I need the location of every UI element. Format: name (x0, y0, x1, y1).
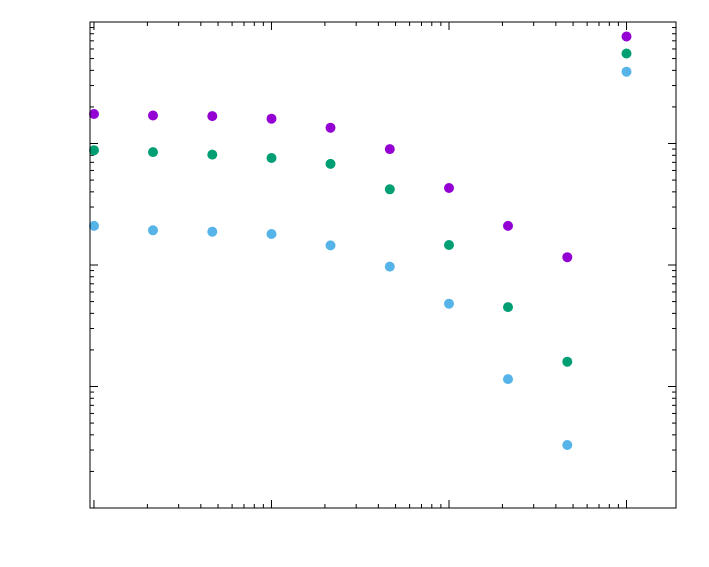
data-point-series-3 (207, 226, 218, 237)
data-point-series-1 (444, 183, 454, 193)
data-point-series-2 (621, 48, 632, 59)
data-point-series-1 (207, 111, 218, 122)
axis-ticks (90, 21, 676, 509)
data-point-series-2 (207, 149, 218, 160)
data-point-series-2 (384, 184, 395, 195)
data-point-series-3 (562, 440, 573, 450)
data-point-series-3 (266, 229, 277, 239)
data-point-series-3 (621, 66, 632, 77)
data-point-series-3 (384, 261, 395, 272)
data-point-series-2 (444, 240, 454, 250)
data-point-series-2 (503, 302, 513, 313)
data-point-series-2 (89, 145, 99, 156)
data-point-series-3 (148, 225, 158, 236)
data-point-series-3 (444, 298, 454, 309)
data-point-series-3 (503, 374, 513, 385)
data-point-series-3 (89, 220, 99, 231)
data-point-series-1 (621, 31, 632, 42)
data-point-series-1 (148, 110, 158, 121)
plot-frame (89, 21, 677, 509)
data-point-series-1 (89, 109, 99, 119)
data-points (89, 31, 632, 450)
data-point-series-1 (562, 252, 573, 263)
data-point-series-1 (384, 144, 395, 155)
data-point-series-1 (503, 220, 513, 231)
data-point-series-2 (325, 158, 336, 169)
data-point-series-1 (325, 122, 336, 133)
data-point-series-1 (266, 113, 277, 124)
data-point-series-2 (148, 147, 158, 158)
data-point-series-2 (562, 356, 573, 367)
data-point-series-3 (325, 240, 336, 251)
data-point-series-2 (266, 153, 277, 163)
